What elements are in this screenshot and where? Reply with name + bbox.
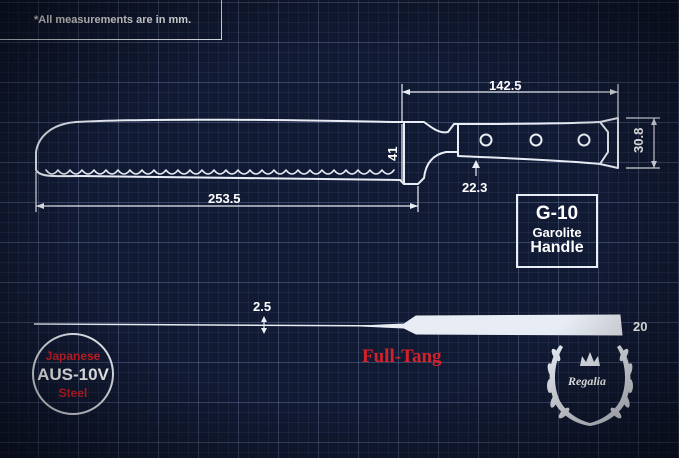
dim-handle-length: 142.5: [489, 78, 522, 93]
tang-label: Full-Tang: [362, 346, 442, 367]
blade-outline: [35, 118, 405, 185]
dim-blade-length: 253.5: [208, 191, 241, 206]
rivet-2: [529, 133, 543, 147]
handle-outline: [457, 121, 609, 165]
laurel-wreath-icon: [547, 345, 633, 426]
steel-grade: AUS-10V: [37, 365, 109, 384]
steel-badge: Japanese AUS-10V Steel: [32, 333, 114, 415]
crown-icon: [580, 352, 600, 366]
dim-spine-thickness: 2.5: [253, 299, 272, 314]
dim-bolster-offset: 22.3: [462, 180, 488, 195]
dim-handle-height: 30.8: [631, 127, 646, 153]
handle-material-box: G-10 Garolite Handle: [516, 194, 598, 268]
handle-end-cap: [599, 117, 619, 169]
dim-blade-height: 41: [385, 146, 400, 161]
knife-top-profile: [33, 314, 623, 336]
rivet-3: [577, 133, 591, 147]
steel-label: Steel: [58, 386, 88, 400]
steel-origin: Japanese: [45, 349, 101, 363]
rivet-1: [479, 133, 493, 147]
bolster: [403, 121, 459, 185]
serrated-edge: [45, 169, 395, 175]
measurement-note: *All measurements are in mm.: [0, 0, 222, 40]
brand-logo-text: Regalia: [568, 374, 606, 388]
handle-material-line1: G-10: [535, 203, 579, 224]
handle-material-line3: Handle: [530, 239, 584, 256]
handle-material-line2: Garolite: [532, 225, 582, 240]
dim-tang-thickness: 20: [633, 319, 648, 334]
